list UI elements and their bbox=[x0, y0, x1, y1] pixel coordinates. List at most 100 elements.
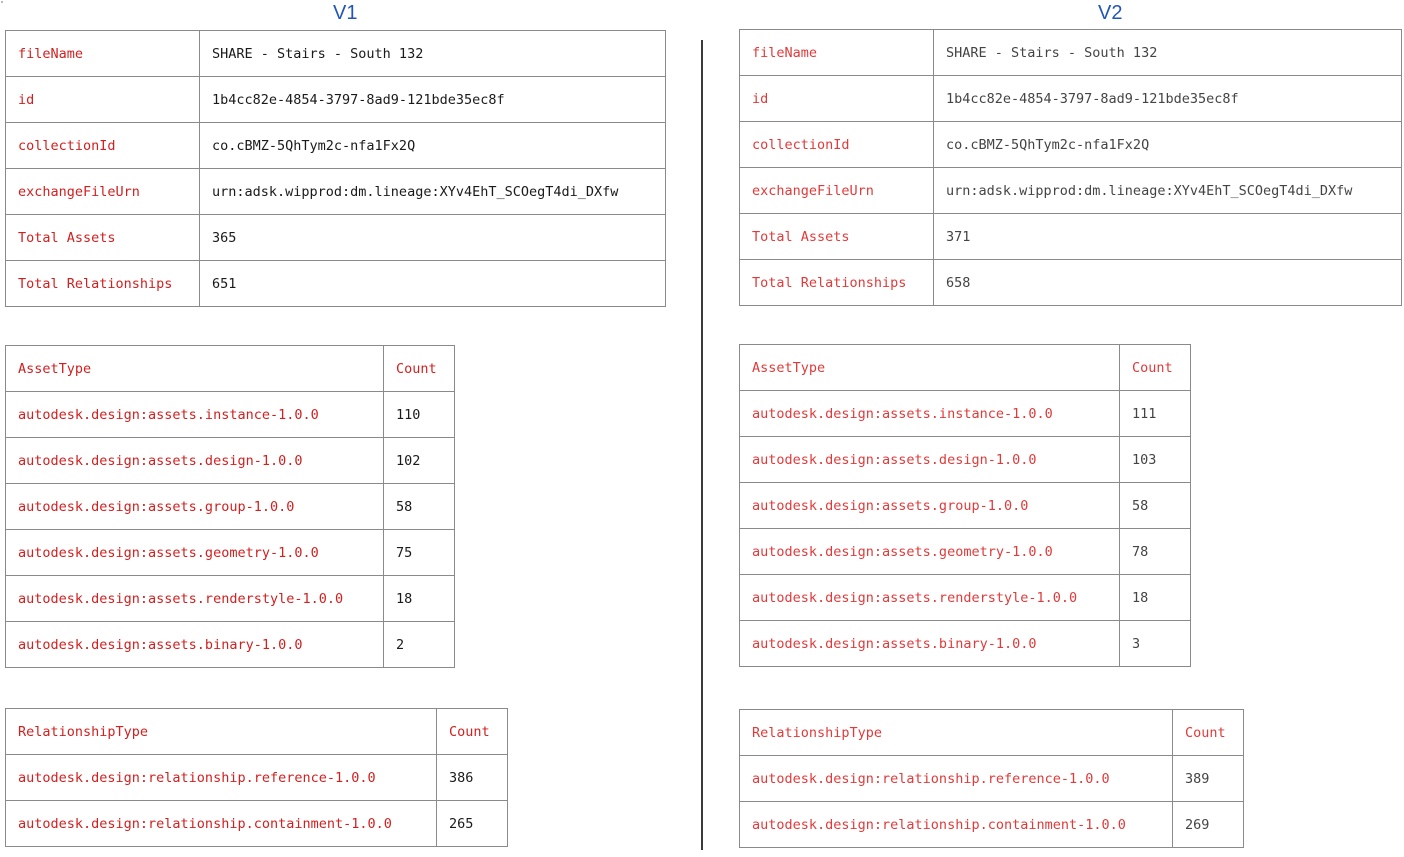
count-cell: 265 bbox=[436, 800, 508, 847]
column-header-asset-type: AssetType bbox=[5, 345, 384, 392]
relationship-type-cell: autodesk.design:relationship.containment… bbox=[5, 800, 437, 847]
meta-key: Total Relationships bbox=[739, 259, 934, 306]
meta-value: 365 bbox=[199, 214, 666, 261]
asset-type-cell: autodesk.design:assets.group-1.0.0 bbox=[5, 483, 384, 530]
vertical-divider bbox=[701, 40, 703, 850]
column-header-asset-type: AssetType bbox=[739, 344, 1120, 391]
meta-value: SHARE - Stairs - South 132 bbox=[199, 30, 666, 77]
column-header-count: Count bbox=[436, 708, 508, 755]
table-row: autodesk.design:assets.renderstyle-1.0.0… bbox=[5, 575, 455, 622]
count-cell: 3 bbox=[1119, 620, 1191, 667]
count-cell: 102 bbox=[383, 437, 455, 484]
table-row: autodesk.design:relationship.reference-1… bbox=[739, 755, 1244, 802]
asset-type-cell: autodesk.design:assets.geometry-1.0.0 bbox=[5, 529, 384, 576]
asset-type-cell: autodesk.design:assets.binary-1.0.0 bbox=[739, 620, 1120, 667]
count-cell: 18 bbox=[1119, 574, 1191, 621]
asset-type-cell: autodesk.design:assets.design-1.0.0 bbox=[5, 437, 384, 484]
count-cell: 389 bbox=[1172, 755, 1244, 802]
table-row: autodesk.design:relationship.reference-1… bbox=[5, 754, 508, 801]
count-cell: 103 bbox=[1119, 436, 1191, 483]
meta-value: 651 bbox=[199, 260, 666, 307]
corner-speck bbox=[1, 1, 3, 3]
relationship-type-cell: autodesk.design:relationship.reference-1… bbox=[739, 755, 1173, 802]
table-row: autodesk.design:relationship.containment… bbox=[5, 800, 508, 847]
meta-key: collectionId bbox=[5, 122, 200, 169]
table-row: autodesk.design:assets.renderstyle-1.0.0… bbox=[739, 574, 1191, 621]
meta-value: 658 bbox=[933, 259, 1402, 306]
count-cell: 111 bbox=[1119, 390, 1191, 437]
count-cell: 2 bbox=[383, 621, 455, 668]
meta-key: Total Assets bbox=[5, 214, 200, 261]
v1-title: V1 bbox=[333, 2, 358, 24]
count-cell: 110 bbox=[383, 391, 455, 438]
table-row: autodesk.design:relationship.containment… bbox=[739, 801, 1244, 848]
column-header-count: Count bbox=[383, 345, 455, 392]
asset-type-cell: autodesk.design:assets.renderstyle-1.0.0 bbox=[739, 574, 1120, 621]
meta-key: exchangeFileUrn bbox=[5, 168, 200, 215]
meta-key: fileName bbox=[5, 30, 200, 77]
meta-value: co.cBMZ-5QhTym2c-nfa1Fx2Q bbox=[199, 122, 666, 169]
count-cell: 78 bbox=[1119, 528, 1191, 575]
meta-value: SHARE - Stairs - South 132 bbox=[933, 29, 1402, 76]
relationship-type-cell: autodesk.design:relationship.reference-1… bbox=[5, 754, 437, 801]
count-cell: 18 bbox=[383, 575, 455, 622]
count-cell: 58 bbox=[383, 483, 455, 530]
meta-key: fileName bbox=[739, 29, 934, 76]
column-header-relationship-type: RelationshipType bbox=[739, 709, 1173, 756]
count-cell: 269 bbox=[1172, 801, 1244, 848]
meta-value: urn:adsk.wipprod:dm.lineage:XYv4EhT_SCOe… bbox=[933, 167, 1402, 214]
meta-value: 1b4cc82e-4854-3797-8ad9-121bde35ec8f bbox=[199, 76, 666, 123]
meta-key: Total Relationships bbox=[5, 260, 200, 307]
asset-type-cell: autodesk.design:assets.group-1.0.0 bbox=[739, 482, 1120, 529]
meta-key: id bbox=[739, 75, 934, 122]
count-cell: 386 bbox=[436, 754, 508, 801]
column-header-count: Count bbox=[1119, 344, 1191, 391]
column-header-count: Count bbox=[1172, 709, 1244, 756]
meta-value: co.cBMZ-5QhTym2c-nfa1Fx2Q bbox=[933, 121, 1402, 168]
asset-type-cell: autodesk.design:assets.geometry-1.0.0 bbox=[739, 528, 1120, 575]
asset-type-cell: autodesk.design:assets.instance-1.0.0 bbox=[5, 391, 384, 438]
meta-value: 1b4cc82e-4854-3797-8ad9-121bde35ec8f bbox=[933, 75, 1402, 122]
count-cell: 58 bbox=[1119, 482, 1191, 529]
meta-key: Total Assets bbox=[739, 213, 934, 260]
meta-key: exchangeFileUrn bbox=[739, 167, 934, 214]
asset-type-cell: autodesk.design:assets.binary-1.0.0 bbox=[5, 621, 384, 668]
meta-value: urn:adsk.wipprod:dm.lineage:XYv4EhT_SCOe… bbox=[199, 168, 666, 215]
asset-type-cell: autodesk.design:assets.renderstyle-1.0.0 bbox=[5, 575, 384, 622]
meta-key: collectionId bbox=[739, 121, 934, 168]
asset-type-cell: autodesk.design:assets.design-1.0.0 bbox=[739, 436, 1120, 483]
asset-type-cell: autodesk.design:assets.instance-1.0.0 bbox=[739, 390, 1120, 437]
meta-key: id bbox=[5, 76, 200, 123]
meta-value: 371 bbox=[933, 213, 1402, 260]
